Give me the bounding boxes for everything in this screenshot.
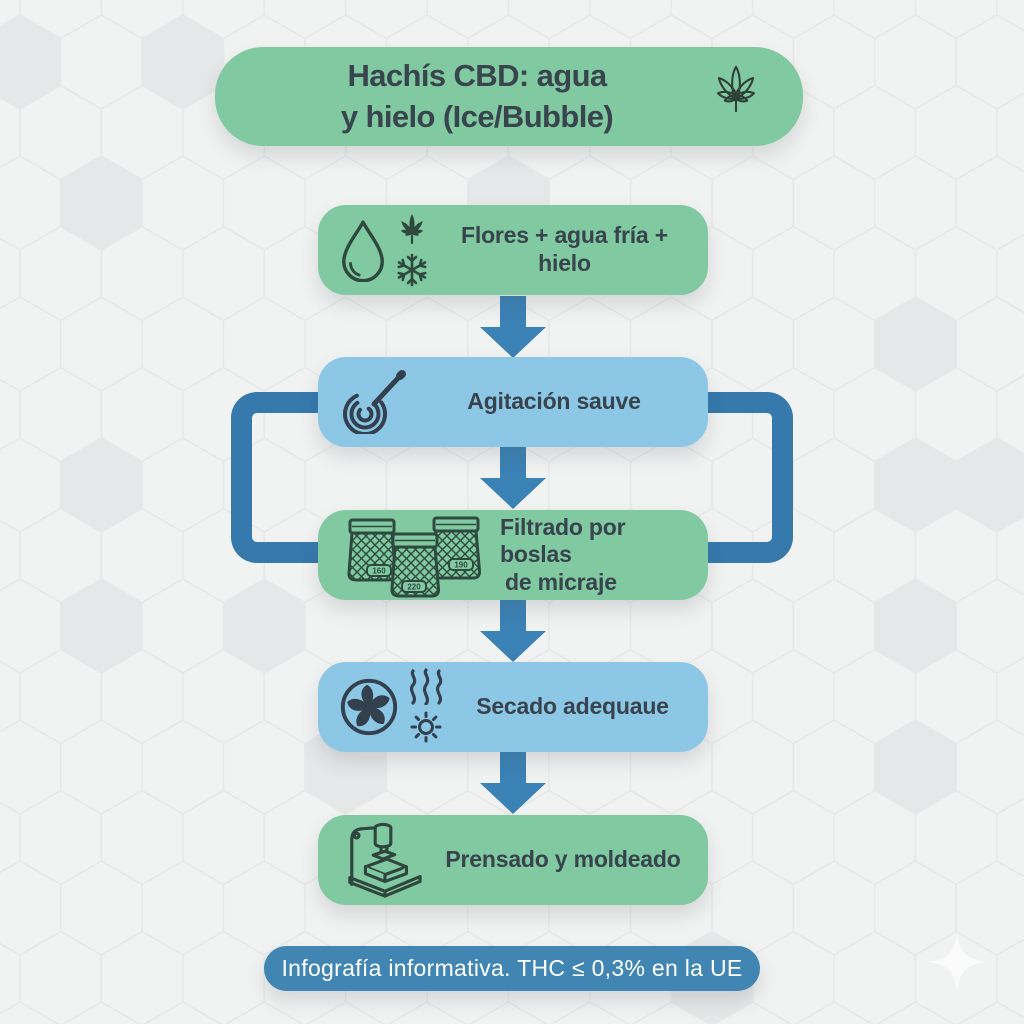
step3-label-line1: Filtrado por boslas [500,513,626,568]
micron-bags-icon: 160 190 220 [347,516,482,598]
loop-connector-right [706,392,793,563]
title-box: Hachís CBD: agua y hielo (Ice/Bubble) [215,47,803,146]
step-box-flores: Flores + agua fría + hielo [318,205,708,295]
step2-label: Agitación sauve [467,388,641,415]
step5-label: Prensado y moldeado [445,846,681,873]
step1-icons [338,212,431,288]
footer-text: Infografía informativa. THC ≤ 0,3% en la… [281,955,743,981]
step4-label: Secado adequaue [476,693,669,720]
sun-icon [410,711,442,743]
step5-icons [338,820,428,900]
snowflake-icon [397,253,427,287]
page-title: Hachís CBD: agua y hielo (Ice/Bubble) [215,56,705,137]
step3-label-line2: de micraje [505,568,617,595]
step4-icon-column [405,667,447,747]
step4-icons [338,667,447,747]
svg-text:220: 220 [407,583,421,592]
step1-label: Flores + agua fría + hielo [461,222,668,276]
step-box-prensado: Prensado y moldeado [318,815,708,905]
arrow-down-icon [480,600,546,662]
cannabis-leaf-icon [400,214,424,244]
step3-label: Filtrado por boslas de micraje [490,514,708,597]
arrow-down-icon [480,296,546,358]
cannabis-leaf-icon [716,65,756,112]
loop-connector-left [231,392,318,563]
stirring-icon [343,370,406,434]
page-title-line2: y hielo (Ice/Bubble) [340,98,614,134]
footer-bar: Infografía informativa. THC ≤ 0,3% en la… [264,946,760,991]
press-icon [348,822,422,898]
step2-icons [338,370,410,434]
steam-icon [409,668,443,705]
step1-icon-column [393,212,431,288]
arrow-down-icon [480,752,546,814]
step3-icons: 160 190 220 [338,509,490,601]
page-title-line1: Hachís CBD: agua [347,58,607,94]
fan-icon [340,678,398,736]
step-box-filtrado: 160 190 220 [318,510,708,600]
svg-text:160: 160 [372,567,386,576]
svg-text:190: 190 [454,561,468,570]
arrow-down-icon [480,447,546,509]
step-box-secado: Secado adequaue [318,662,708,752]
step-box-agitacion: Agitación sauve [318,357,708,447]
four-point-star-icon [928,933,986,991]
water-drop-icon [342,220,384,282]
